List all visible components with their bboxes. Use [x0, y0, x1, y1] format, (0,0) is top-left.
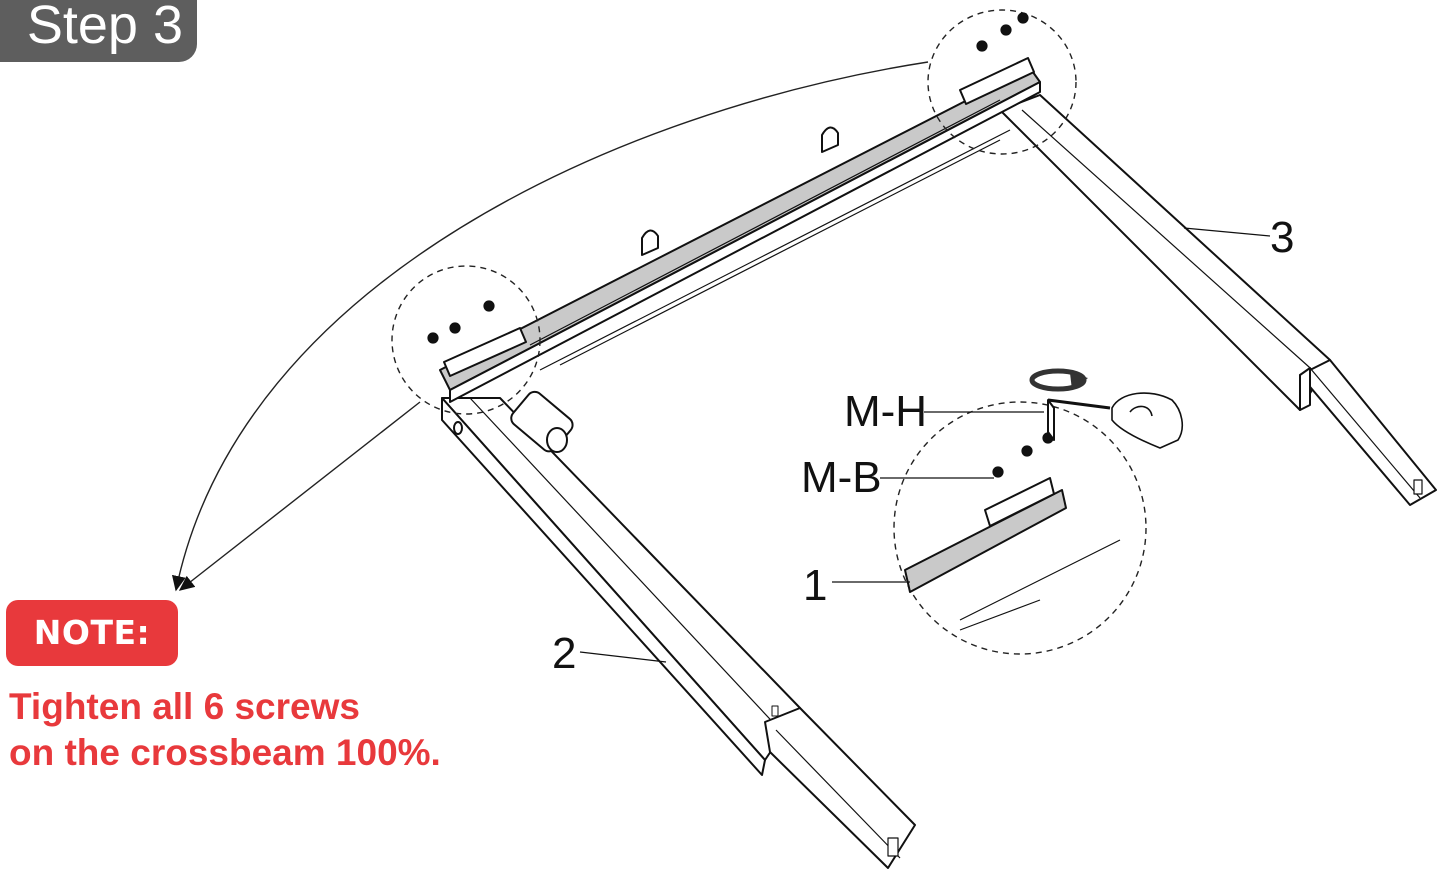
left-leg [441, 397, 916, 869]
note-line-1: Tighten all 6 screws [9, 686, 360, 727]
callout-3: 3 [1270, 213, 1294, 262]
callout-2: 2 [552, 629, 576, 678]
detail-circles [391, 9, 1147, 655]
note-label: NOTE: [33, 613, 151, 652]
callout-mh: M-H [844, 387, 927, 436]
note-text: Tighten all 6 screws on the crossbeam 10… [9, 684, 441, 776]
rotation-arrow-icon [1029, 368, 1088, 392]
callout-1: 1 [803, 561, 827, 610]
note-badge: NOTE: [6, 600, 178, 666]
callout-mb: M-B [801, 453, 882, 502]
note-line-2: on the crossbeam 100%. [9, 732, 441, 773]
step-label: Step 3 [26, 0, 183, 55]
leader-lines [579, 227, 1271, 663]
step-badge: Step 3 [0, 0, 197, 62]
crossbeam [439, 57, 1041, 453]
pointer-arrows [171, 61, 929, 592]
screw-icon [427, 12, 1054, 478]
hand-icon [1111, 392, 1184, 449]
detail-view [904, 398, 1121, 631]
right-leg [999, 94, 1437, 506]
